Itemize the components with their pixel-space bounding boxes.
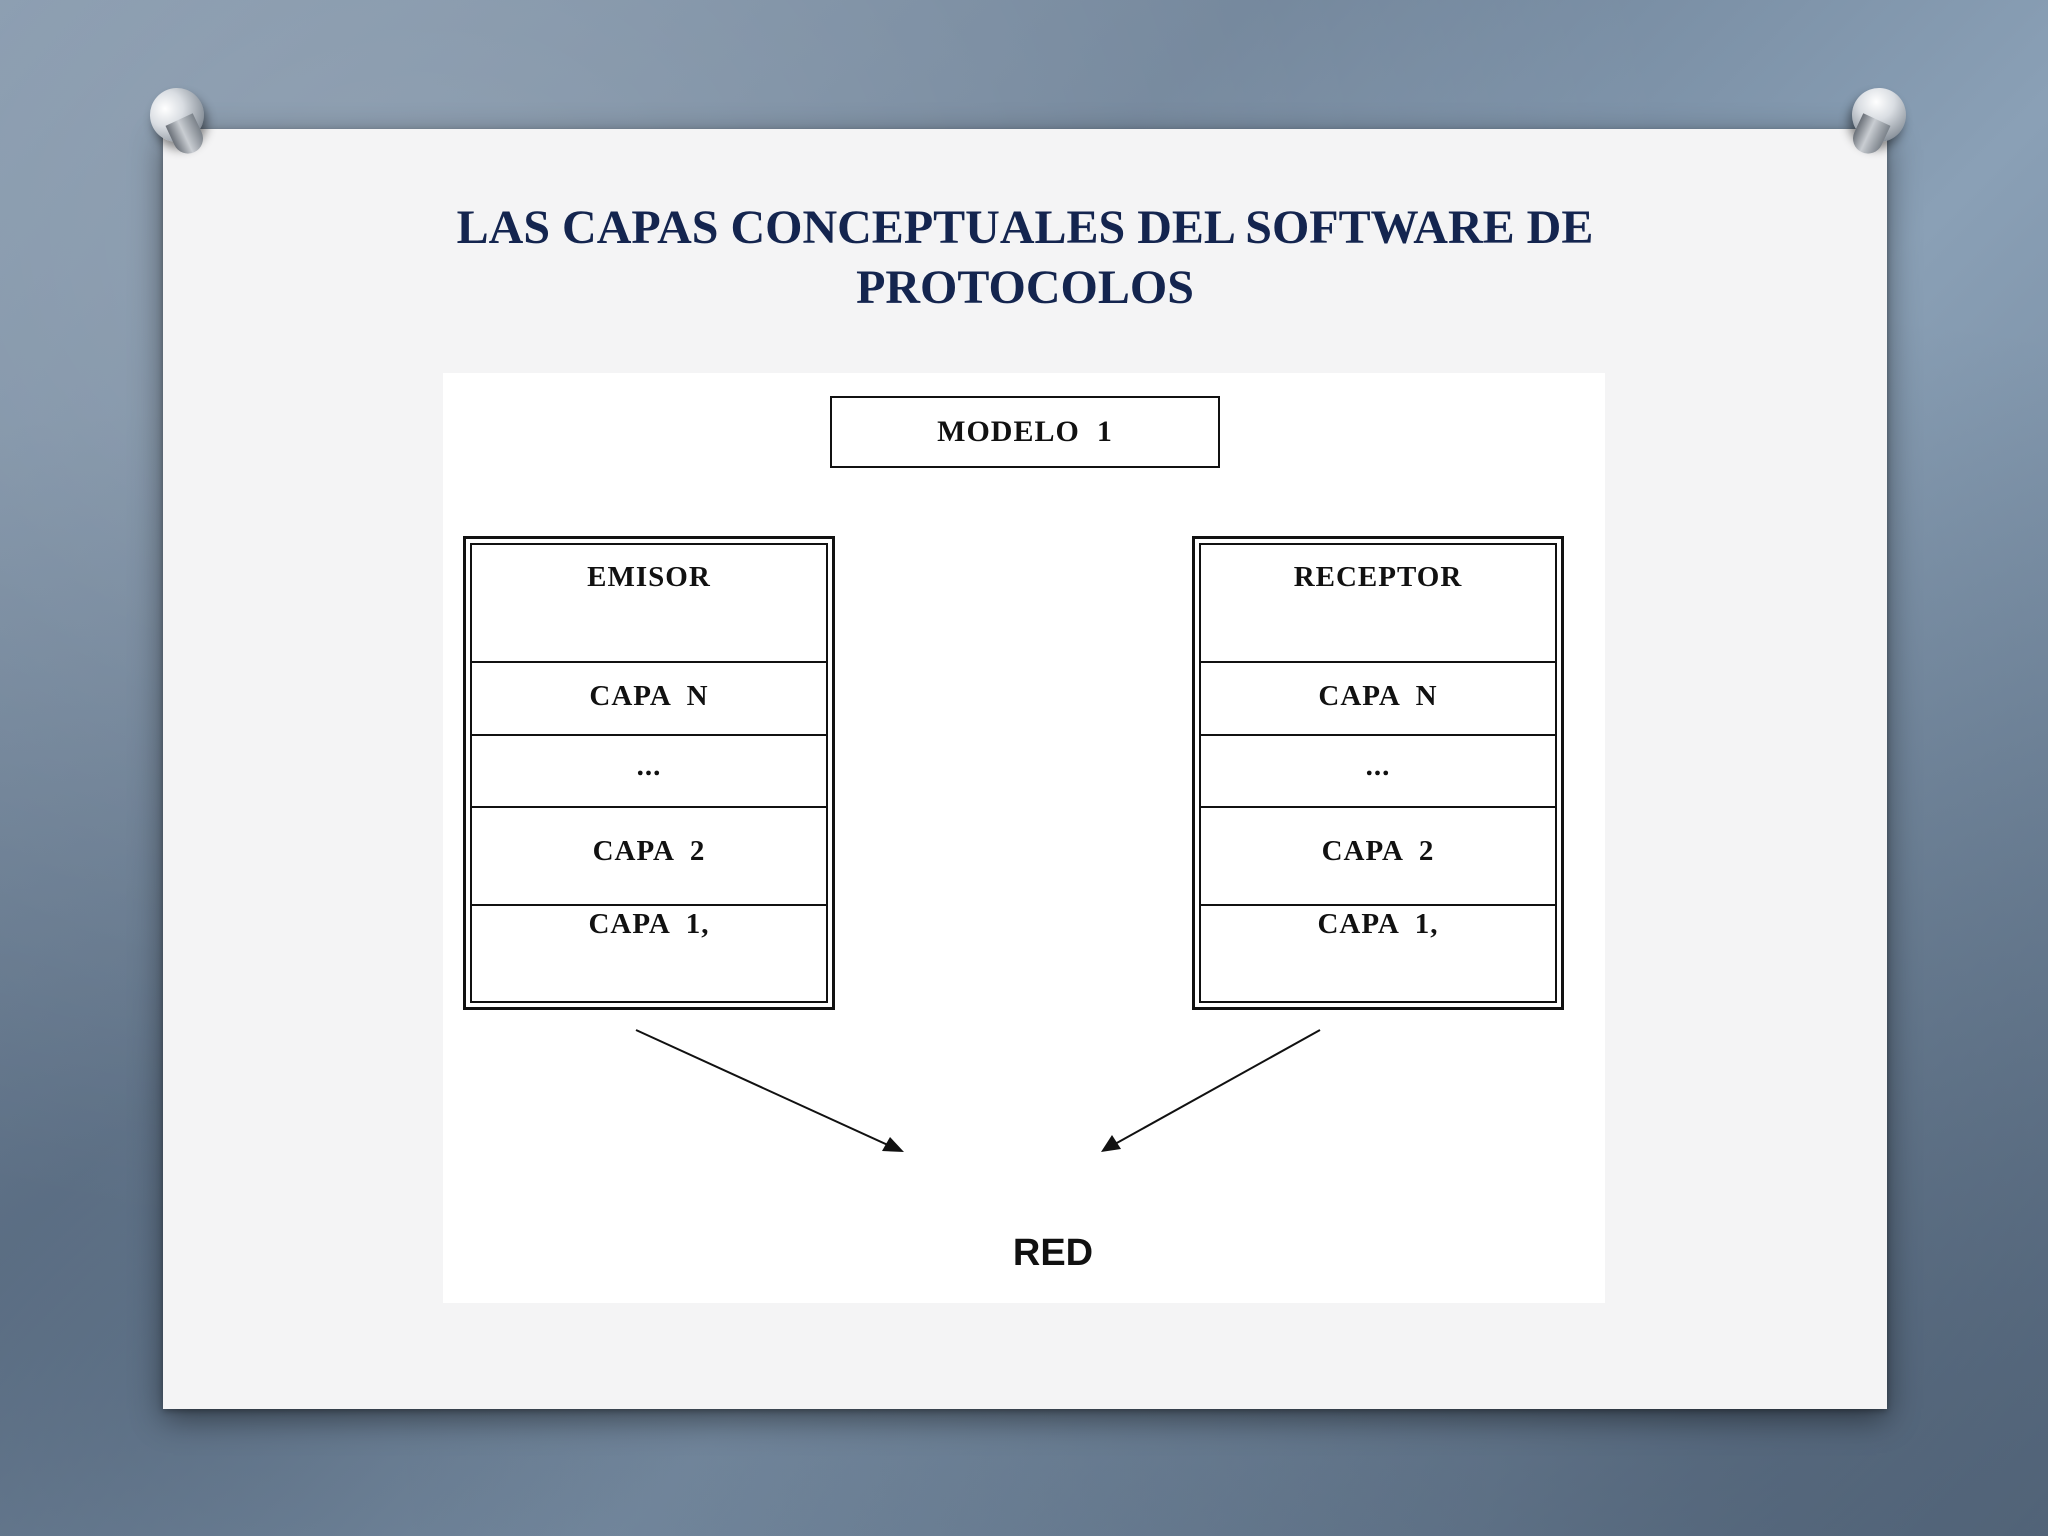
receiver-layer-2: CAPA 2: [1201, 808, 1555, 906]
receiver-stack: RECEPTOR CAPA N ... CAPA 2 CAPA 1,: [1192, 536, 1564, 1010]
slide-title-line-1: LAS CAPAS CONCEPTUALES DEL SOFTWARE DE: [456, 201, 1594, 254]
slide-title: LAS CAPAS CONCEPTUALES DEL SOFTWARE DE P…: [163, 198, 1887, 318]
sender-layer-n: CAPA N: [472, 663, 826, 736]
sender-layer-1: CAPA 1,: [588, 908, 710, 940]
arrow-receiver-to-network: [1114, 1029, 1321, 1145]
diagram-canvas: [443, 373, 1605, 1303]
sender-stack: EMISOR CAPA N ... CAPA 2 CAPA 1,: [463, 536, 835, 1010]
receiver-layer-ellipsis: ...: [1201, 736, 1555, 808]
receiver-layer-n: CAPA N: [1201, 663, 1555, 736]
sender-header: EMISOR: [472, 545, 826, 663]
model-label-box: MODELO 1: [830, 396, 1220, 468]
sender-layer-2: CAPA 2: [472, 808, 826, 906]
sender-layer-ellipsis: ...: [472, 736, 826, 808]
network-label: RED: [1012, 1232, 1094, 1274]
receiver-stack-inner: RECEPTOR CAPA N ... CAPA 2 CAPA 1,: [1199, 543, 1557, 1003]
slide-title-line-2: PROTOCOLOS: [856, 261, 1194, 314]
receiver-header: RECEPTOR: [1201, 545, 1555, 663]
arrow-sender-to-network: [635, 1029, 891, 1147]
model-label: MODELO 1: [937, 415, 1113, 448]
sender-stack-inner: EMISOR CAPA N ... CAPA 2 CAPA 1,: [470, 543, 828, 1003]
receiver-layer-1: CAPA 1,: [1317, 908, 1439, 940]
arrowhead-sender-icon: [882, 1137, 904, 1152]
arrowhead-receiver-icon: [1101, 1135, 1121, 1152]
